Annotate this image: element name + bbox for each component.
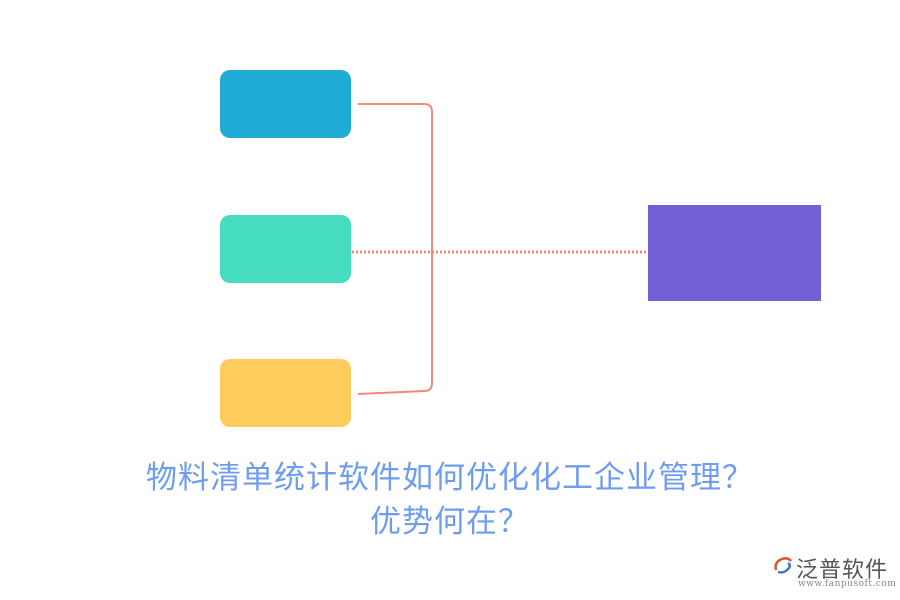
brand-logo: 泛普软件 www.fanpusoft.com xyxy=(772,552,897,596)
title-line-1: 物料清单统计软件如何优化化工企业管理？ xyxy=(146,460,754,496)
input-box-1 xyxy=(220,70,351,138)
input-box-3 xyxy=(220,359,351,427)
bracket-connector xyxy=(357,103,433,395)
logo-brand-text: 泛普软件 xyxy=(796,558,889,583)
page-title: 物料清单统计软件如何优化化工企业管理？ 优势何在？ xyxy=(0,456,900,544)
fanpu-logo-icon xyxy=(774,557,792,574)
logo-url-text: www.fanpusoft.com xyxy=(798,579,897,589)
input-box-2 xyxy=(220,215,351,283)
target-box xyxy=(648,205,821,301)
title-line-2: 优势何在？ xyxy=(370,504,530,540)
